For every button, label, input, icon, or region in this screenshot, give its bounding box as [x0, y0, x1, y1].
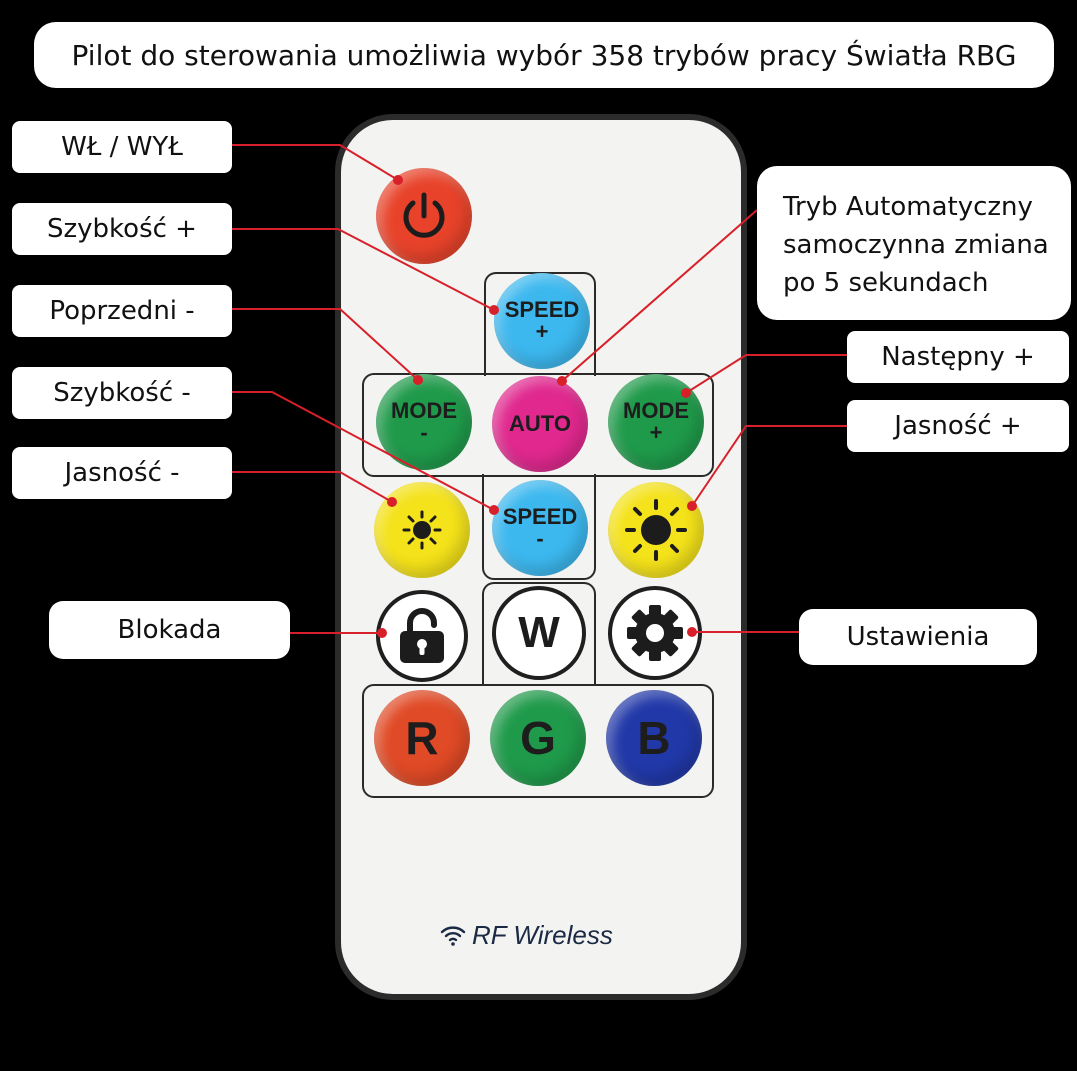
unlock-icon	[400, 608, 444, 663]
callout-settings: Ustawienia	[799, 609, 1037, 665]
speed-minus-callout-line	[232, 391, 495, 511]
gear-icon	[627, 605, 683, 661]
callout-bright-plus: Jasność +	[847, 400, 1069, 452]
callout-lock: Blokada	[49, 601, 290, 659]
speed-up-sign: +	[535, 319, 549, 344]
callout-next-text: Następny +	[881, 342, 1035, 372]
sun-large-icon	[625, 499, 687, 561]
power-button[interactable]	[376, 168, 472, 264]
bright-plus-callout-line	[691, 425, 847, 507]
next-callout-line	[685, 354, 847, 394]
prev-callout-line	[232, 308, 419, 381]
green-button[interactable]: G	[490, 690, 586, 786]
callout-power: WŁ / WYŁ	[12, 121, 232, 173]
speed-plus-callout-dot	[489, 305, 499, 315]
sun-small-icon	[402, 510, 442, 550]
red-label: R	[405, 712, 439, 764]
auto-button[interactable]: AUTO	[492, 376, 588, 472]
mode-minus-button[interactable]: MODE -	[376, 374, 472, 470]
bright-minus-callout-dot	[387, 497, 397, 507]
keypad-outline-rgb	[362, 684, 714, 798]
callout-speed-minus: Szybkość -	[12, 367, 232, 419]
next-callout-dot	[681, 388, 691, 398]
prev-callout-dot	[413, 375, 423, 385]
brand-text: RF Wireless	[472, 919, 613, 950]
wifi-icon	[440, 926, 466, 946]
callout-prev: Poprzedni -	[12, 285, 232, 337]
mode-plus-sign: +	[649, 420, 663, 445]
speed-plus-callout-line	[232, 228, 495, 311]
callout-bright-plus-text: Jasność +	[894, 411, 1022, 441]
white-label: W	[518, 608, 560, 657]
keypad-outline-cross-bottom	[482, 474, 596, 580]
auto-label: AUTO	[509, 411, 571, 436]
title-text: Pilot do sterowania umożliwia wybór 358 …	[71, 38, 1017, 72]
callout-speed-minus-text: Szybkość -	[53, 378, 191, 408]
white-button[interactable]: W	[492, 586, 586, 680]
callout-auto-line3: po 5 sekundach	[783, 268, 989, 298]
speed-down-label: SPEED	[502, 504, 578, 529]
callout-next: Następny +	[847, 331, 1069, 383]
callout-bright-minus-text: Jasność -	[64, 458, 180, 488]
auto-callout-line	[561, 209, 758, 382]
power-callout-line	[232, 144, 399, 181]
keypad-outline-cross-middle	[362, 373, 714, 477]
callout-speed-plus: Szybkość +	[12, 203, 232, 255]
power-icon	[403, 192, 445, 238]
brightness-up-button[interactable]	[608, 482, 704, 578]
blue-label: B	[637, 712, 671, 764]
speed-up-button[interactable]: SPEED +	[494, 273, 590, 369]
red-button[interactable]: R	[374, 690, 470, 786]
title-banner: Pilot do sterowania umożliwia wybór 358 …	[34, 22, 1054, 88]
green-label: G	[520, 712, 556, 764]
speed-minus-callout-dot	[489, 505, 499, 515]
callout-bright-minus: Jasność -	[12, 447, 232, 499]
callout-prev-text: Poprzedni -	[49, 296, 195, 326]
bright-minus-callout-line	[232, 471, 393, 503]
callout-speed-plus-text: Szybkość +	[47, 214, 197, 244]
keypad-outline-w	[482, 582, 596, 686]
callout-auto-line1: Tryb Automatyczny	[783, 192, 1033, 222]
mode-minus-label: MODE	[391, 398, 457, 423]
speed-down-sign: -	[536, 526, 544, 551]
callout-settings-text: Ustawienia	[846, 622, 990, 652]
lock-callout-dot	[377, 628, 387, 638]
callout-auto: Tryb Automatyczny samoczynna zmiana po 5…	[757, 166, 1071, 320]
callout-auto-line2: samoczynna zmiana	[783, 230, 1049, 260]
mode-plus-label: MODE	[623, 398, 689, 423]
brand-mark: RF Wireless	[440, 915, 640, 955]
mode-minus-sign: -	[420, 420, 428, 445]
power-callout-dot	[393, 175, 403, 185]
bright-plus-callout-dot	[687, 501, 697, 511]
blue-button[interactable]: B	[606, 690, 702, 786]
speed-up-label: SPEED	[504, 297, 580, 322]
callout-lock-text: Blokada	[117, 615, 222, 645]
callout-power-text: WŁ / WYŁ	[61, 132, 183, 162]
speed-down-button[interactable]: SPEED -	[492, 480, 588, 576]
auto-callout-dot	[557, 376, 567, 386]
settings-callout-dot	[687, 627, 697, 637]
